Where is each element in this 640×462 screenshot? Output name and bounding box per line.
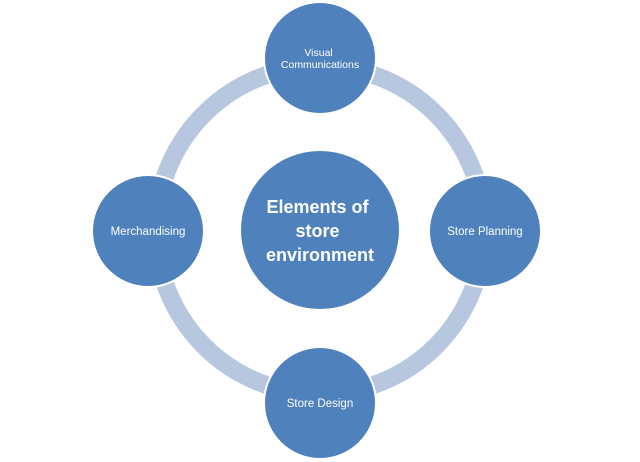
node-left-label: Merchandising <box>111 226 186 238</box>
center-label-line-2: store <box>295 221 339 241</box>
node-circle-bottom <box>263 346 377 460</box>
node-store-design: Store Design <box>263 346 377 460</box>
node-top-label-line-2: Communications <box>281 59 359 71</box>
svg-text:Store Design: Store Design <box>287 398 353 410</box>
node-store-planning: Store Planning <box>428 174 542 288</box>
node-bottom-label: Store Design <box>287 398 353 410</box>
center-label-line-3: environment <box>266 245 374 265</box>
node-circle-top <box>263 1 377 115</box>
svg-text:Store Planning: Store Planning <box>447 226 522 238</box>
node-top-label-line-1: Visual <box>304 47 332 59</box>
node-circle-right <box>428 174 542 288</box>
svg-text:Elements of store: Elements of store environment <box>266 197 374 265</box>
node-circle-left <box>91 174 205 288</box>
node-right-label: Store Planning <box>447 226 522 238</box>
node-visual-communications: Visual Communications <box>263 1 377 115</box>
center-node: Elements of store environment <box>239 149 401 311</box>
node-merchandising: Merchandising <box>91 174 205 288</box>
svg-text:Visual Communications: Visual Communications <box>281 47 359 71</box>
center-circle <box>239 149 401 311</box>
svg-text:Merchandising: Merchandising <box>111 226 186 238</box>
center-label-line-1: Elements of <box>266 197 369 217</box>
